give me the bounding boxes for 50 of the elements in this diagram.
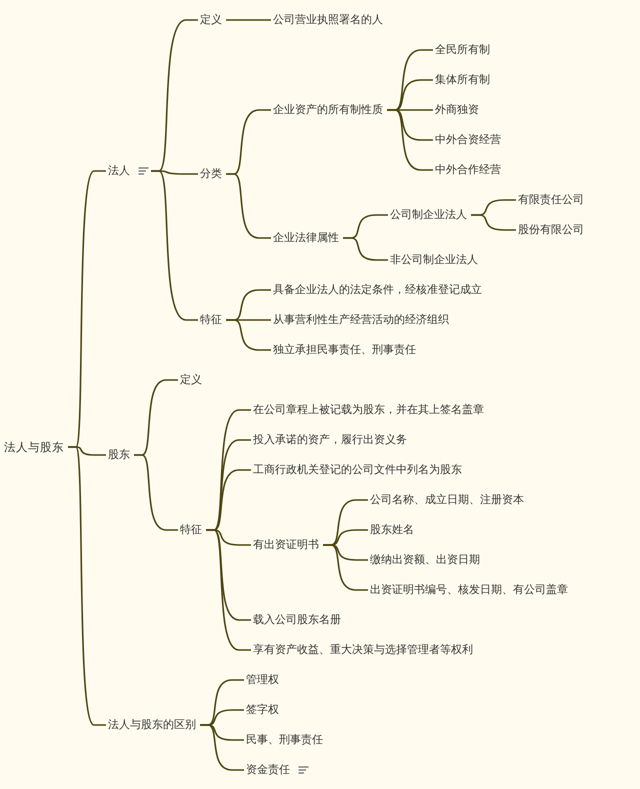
- topic-label: 出资证明书编号、核发日期、有公司盖章: [368, 583, 570, 597]
- topic-label: 特征: [198, 313, 224, 327]
- branch-line: [343, 237, 388, 261]
- topic-label: 定义: [178, 373, 204, 387]
- branch-line: [134, 454, 178, 531]
- topic-label: 工商行政机关登记的公司文件中列名为股东: [251, 463, 464, 477]
- topic-label: 资金责任: [244, 763, 292, 777]
- topic-label: 有出资证明书: [251, 538, 321, 552]
- topic-label: 投入承诺的资产，履行出资义务: [251, 433, 409, 447]
- topic-label: 具备企业法人的法定条件，经核准登记成立: [271, 283, 484, 297]
- topic-label: 非公司制企业法人: [388, 253, 480, 267]
- topic-label: 中外合资经营: [433, 133, 503, 147]
- topic-label: 外商独资: [433, 103, 481, 117]
- topic-label: 股份有限公司: [516, 223, 586, 237]
- topic-label: 缴纳出资额、出资日期: [368, 553, 482, 567]
- branch-line: [226, 173, 271, 239]
- topic-label: 公司制企业法人: [388, 208, 469, 222]
- topic-label: 中外合作经营: [433, 163, 503, 177]
- topic-label: 定义: [198, 13, 224, 27]
- branch-line: [200, 724, 244, 771]
- branch-line: [226, 19, 271, 21]
- branch-line: [206, 529, 251, 651]
- topic-label: 有限责任公司: [516, 193, 586, 207]
- topic-label: 民事、刑事责任: [244, 733, 325, 747]
- branch-line: [151, 170, 198, 321]
- branch-line: [323, 544, 368, 591]
- topic-label: 公司营业执照署名的人: [271, 13, 385, 27]
- topic-label: 企业法律属性: [271, 231, 341, 245]
- branch-line: [387, 109, 433, 171]
- topic-label: 法人与股东的区别: [106, 718, 198, 732]
- topic-label: 管理权: [244, 673, 281, 687]
- topic-label: 从事营利性生产经营活动的经济组织: [271, 313, 451, 327]
- topic-label: 企业资产的所有制性质: [271, 103, 385, 117]
- topic-label: 股东姓名: [368, 523, 416, 537]
- topic-label: 享有资产收益、重大决策与选择管理者等权利: [251, 643, 475, 657]
- topic-label: 法人: [106, 164, 132, 178]
- topic-label: 载入公司股东名册: [251, 613, 343, 627]
- topic-label: 法人与股东: [2, 440, 66, 454]
- topic-label: 分类: [198, 167, 224, 181]
- topic-label: 独立承担民事责任、刑事责任: [271, 343, 418, 357]
- topic-label: 在公司章程上被记载为股东，并在其上签名盖章: [251, 403, 486, 417]
- topic-label: 全民所有制: [433, 43, 492, 57]
- topic-label: 公司名称、成立日期、注册资本: [368, 493, 526, 507]
- branch-line: [68, 446, 106, 726]
- branch-line: [226, 319, 271, 351]
- topic-label: 特征: [178, 523, 204, 537]
- branch-line: [471, 214, 516, 231]
- topic-label: 股东: [106, 448, 132, 462]
- topic-label: 签字权: [244, 703, 281, 717]
- topic-label: 集体所有制: [433, 73, 492, 87]
